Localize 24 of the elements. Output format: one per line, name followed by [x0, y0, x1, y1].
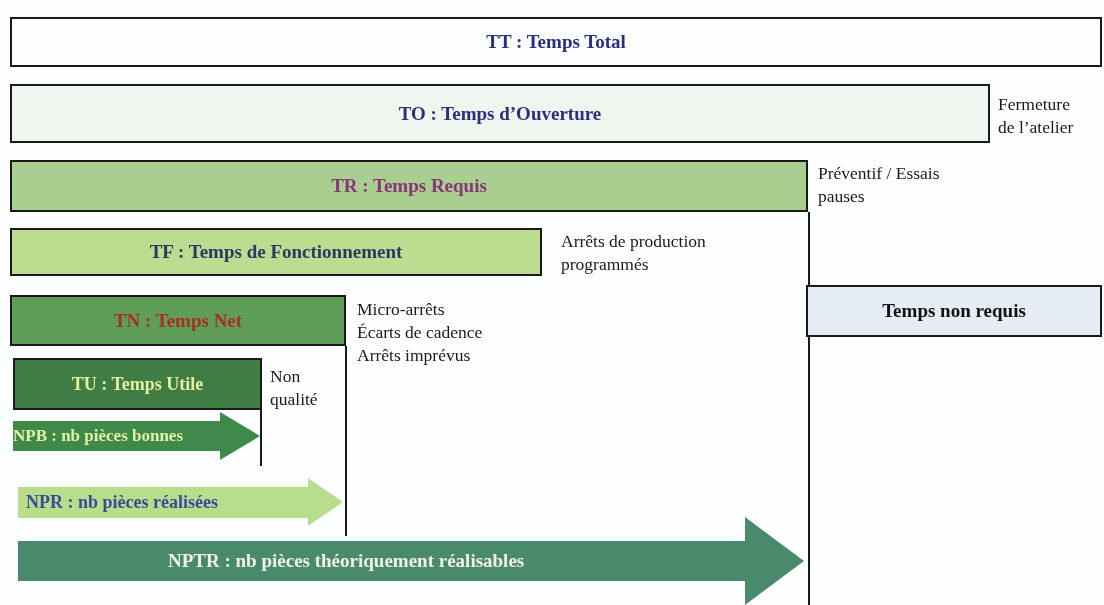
bar-label: TN : Temps Net	[113, 309, 243, 332]
bar-label: TT : Temps Total	[486, 31, 626, 53]
bar-label: Temps non requis	[882, 300, 1026, 322]
bar-label: NPTR : nb pièces théoriquement réalisables	[167, 550, 525, 572]
time-bar	[806, 285, 1102, 337]
side-note: Non qualité	[270, 365, 319, 411]
side-note: Arrêts imprévus	[357, 344, 472, 367]
time-bar	[10, 295, 346, 346]
bar-label: NPB : nb pièces bonnes	[13, 426, 184, 446]
bar-label: TF : Temps de Fonctionnement	[149, 241, 403, 263]
side-note: Micro-arrêts	[357, 298, 446, 321]
time-bar	[10, 84, 990, 143]
time-bar	[10, 228, 542, 276]
side-note: Préventif / Essais pauses	[818, 162, 941, 208]
side-note: Arrêts de production programmés	[561, 230, 707, 276]
side-note: Fermeture de l’atelier	[998, 93, 1075, 139]
bar-label: TR : Temps Requis	[331, 175, 487, 197]
time-bar	[10, 160, 808, 212]
bar-label: NPR : nb pièces réalisées	[25, 491, 218, 513]
bar-label: TO : Temps d’Ouverture	[398, 102, 602, 125]
time-bar	[10, 17, 1102, 67]
side-note: Écarts de cadence	[357, 321, 484, 344]
time-bar	[13, 358, 262, 410]
bar-label: TU : Temps Utile	[71, 373, 204, 395]
